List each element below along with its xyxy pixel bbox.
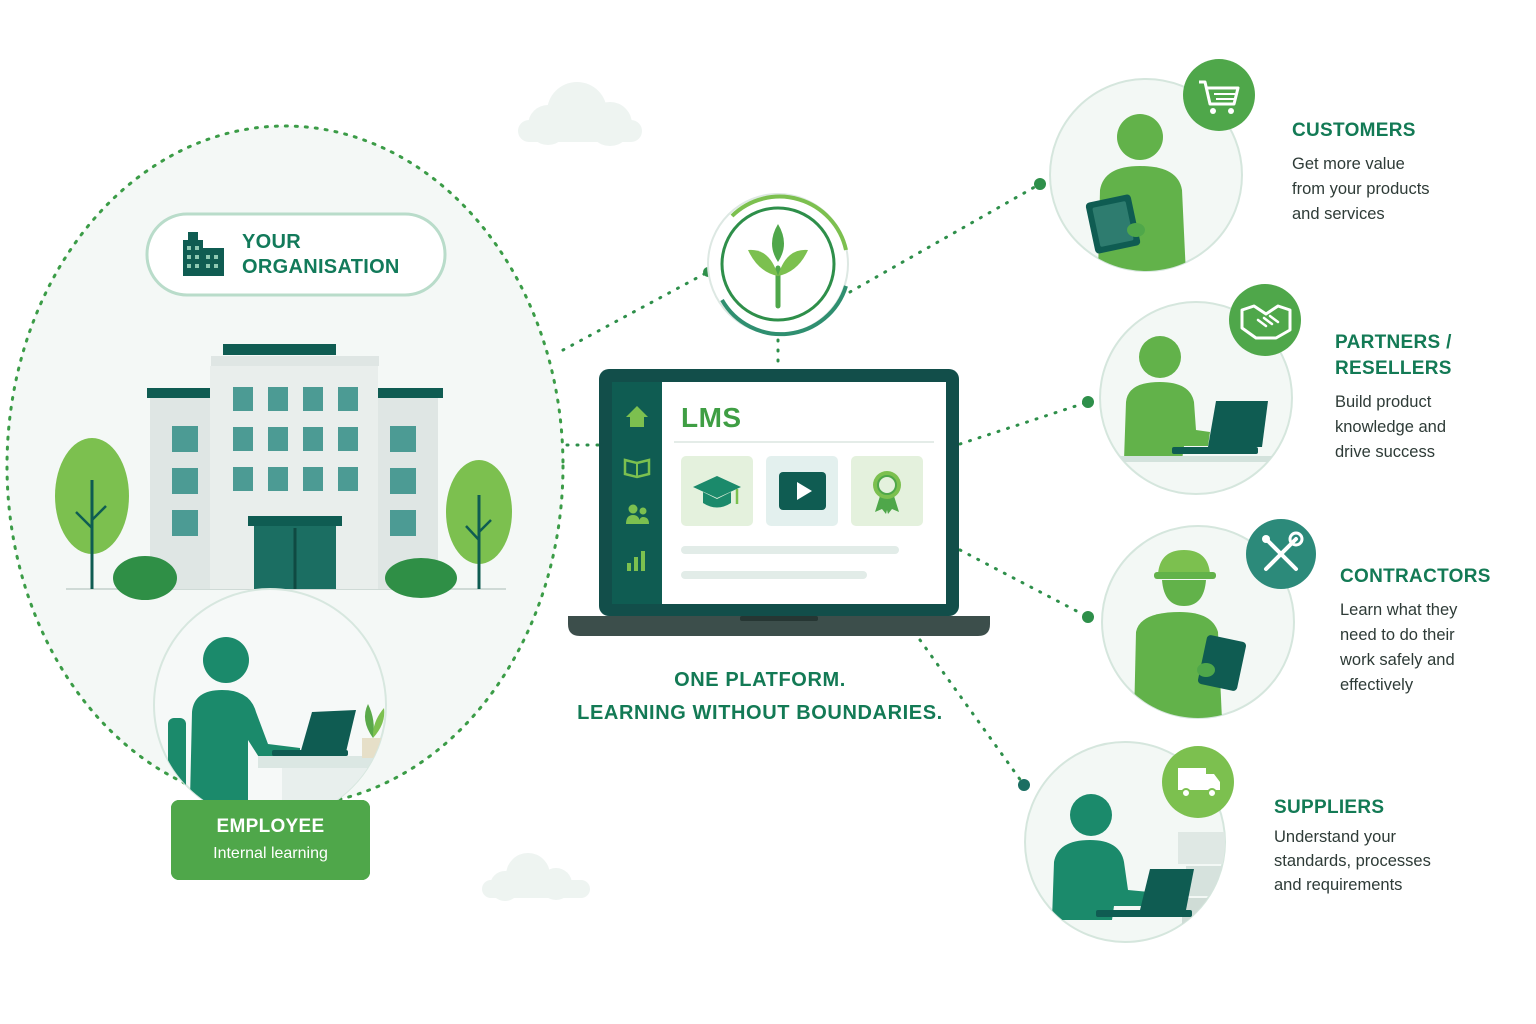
partner-illustration xyxy=(1099,301,1293,495)
employee-illustration xyxy=(153,588,387,822)
audience-description: standards, processes xyxy=(1274,852,1431,870)
users-icon xyxy=(626,504,649,524)
graduation-cap-icon xyxy=(693,476,741,508)
tree-decoration xyxy=(385,460,512,598)
audience-description: and services xyxy=(1292,205,1385,223)
cloud-decoration xyxy=(482,853,590,901)
tagline-line1: ONE PLATFORM. xyxy=(674,669,846,691)
tools-icon xyxy=(1246,519,1316,589)
handshake-icon xyxy=(1229,284,1301,356)
audience-description: Get more value xyxy=(1292,155,1405,173)
audience-description: and requirements xyxy=(1274,876,1403,894)
contractor-illustration xyxy=(1101,525,1295,719)
organisation-title-line1: YOUR xyxy=(242,231,301,253)
audience-description: work safely and xyxy=(1340,651,1455,669)
audience-description: Build product xyxy=(1335,393,1432,411)
home-icon xyxy=(626,406,648,427)
employee-badge: EMPLOYEE Internal learning xyxy=(171,800,370,880)
organisation-title-line2: ORGANISATION xyxy=(242,256,400,278)
audience-description: need to do their xyxy=(1340,626,1455,644)
delivery-truck-icon xyxy=(1162,746,1234,818)
tagline-line2: LEARNING WITHOUT BOUNDARIES. xyxy=(577,702,943,724)
organisation-title: YOUR ORGANISATION xyxy=(242,230,400,280)
audience-title: RESELLERS xyxy=(1335,358,1452,379)
tree-decoration xyxy=(55,438,177,600)
audience-title: CONTRACTORS xyxy=(1340,566,1491,587)
office-building-icon xyxy=(183,232,224,276)
audience-suppliers: SUPPLIERS Understand your standards, pro… xyxy=(1274,795,1431,897)
audience-description: knowledge and xyxy=(1335,418,1447,436)
office-building xyxy=(66,344,506,590)
book-icon xyxy=(623,458,651,479)
connector-lines xyxy=(561,182,1090,787)
shopping-cart-icon xyxy=(1183,59,1255,131)
employee-title: EMPLOYEE xyxy=(216,816,325,837)
cloud-decoration xyxy=(518,82,642,146)
audience-description: Understand your xyxy=(1274,828,1396,846)
lms-laptop xyxy=(568,369,990,636)
lms-screen-title: LMS xyxy=(681,402,742,433)
bar-chart-icon xyxy=(627,551,645,571)
platform-tagline: ONE PLATFORM. LEARNING WITHOUT BOUNDARIE… xyxy=(540,664,980,730)
audience-description: Learn what they xyxy=(1340,601,1458,619)
sprout-icon xyxy=(748,224,808,309)
play-icon xyxy=(779,472,826,510)
award-badge-icon xyxy=(873,471,901,514)
audience-description: from your products xyxy=(1292,180,1430,198)
employee-subtitle: Internal learning xyxy=(213,845,328,862)
audience-description: effectively xyxy=(1340,676,1414,694)
audience-partners: PARTNERS / RESELLERS Build product knowl… xyxy=(1335,330,1452,465)
audience-customers: CUSTOMERS Get more value from your produ… xyxy=(1292,118,1430,227)
audience-title: SUPPLIERS xyxy=(1274,797,1385,818)
audience-title: PARTNERS / xyxy=(1335,332,1452,353)
audience-title: CUSTOMERS xyxy=(1292,120,1416,141)
customer-illustration xyxy=(1049,78,1243,272)
audience-contractors: CONTRACTORS Learn what they need to do t… xyxy=(1340,564,1491,698)
audience-description: drive success xyxy=(1335,443,1435,461)
platform-hub xyxy=(707,193,849,337)
